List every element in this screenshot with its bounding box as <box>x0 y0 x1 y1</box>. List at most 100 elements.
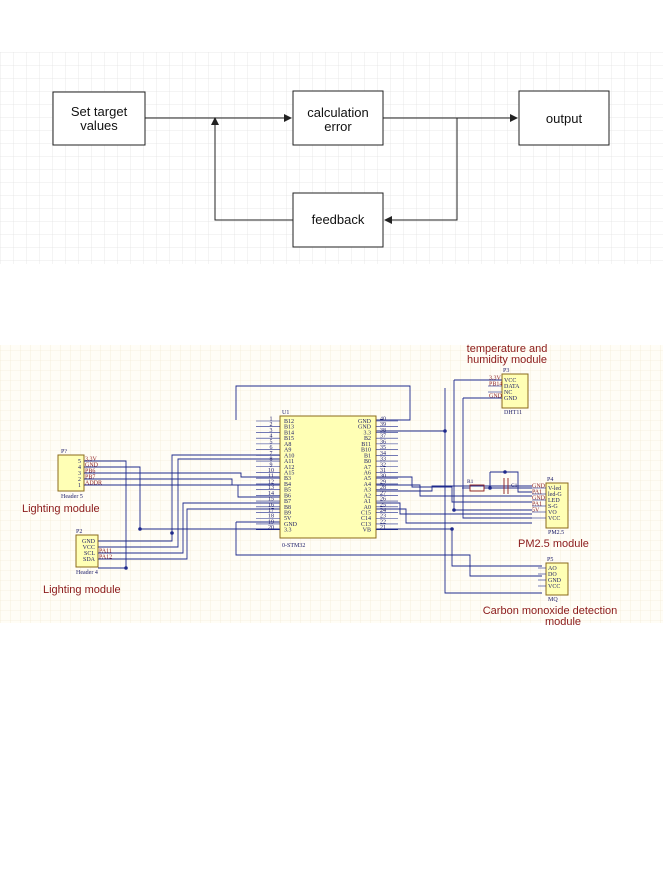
mcu-right-pin-name: GND <box>358 425 372 431</box>
pin-name: SDA <box>83 557 96 563</box>
mcu-right-pin-name: C13 <box>361 522 371 528</box>
set-target-line-1: Set target <box>71 104 128 119</box>
mcu-right-pin-name: A3 <box>364 488 371 494</box>
lighting-label-2: Lighting module <box>43 584 121 596</box>
pin-name: DO <box>548 572 557 578</box>
pin-name: GND <box>548 578 562 584</box>
dht-name: DHT11 <box>504 410 522 416</box>
pin-name: GND <box>82 539 96 545</box>
header5-designator: P? <box>61 449 67 455</box>
mcu-right-pin-number: 37 <box>380 434 386 440</box>
mcu-right-pin-number: 34 <box>380 451 386 457</box>
header5-connector <box>57 454 85 492</box>
pin-signal: PB6 <box>85 469 95 475</box>
pin-name: VCC <box>83 545 95 551</box>
mcu-right-pin-name: A7 <box>364 465 371 471</box>
pin-name: NC <box>504 390 512 396</box>
mcu-right-pin-name: A6 <box>364 470 371 476</box>
pin-name: 5 <box>78 459 81 465</box>
mcu-right-pin-name: A2 <box>364 493 371 499</box>
pin-signal: GND <box>85 463 99 469</box>
mcu-right-pin-name: 3.3 <box>364 430 372 436</box>
calc-error-line-2: error <box>324 119 352 134</box>
mcu-left-pin-name: 3.3 <box>284 528 292 534</box>
pin-name: V-led <box>548 486 561 492</box>
output-label: output <box>546 111 583 126</box>
mcu-left-pin-name: B14 <box>284 430 294 436</box>
dht11-module <box>501 373 529 409</box>
arrow-feedback-to-sum <box>211 117 293 221</box>
feedback-box <box>292 192 384 248</box>
co-label-1: Carbon monoxide detection <box>483 605 618 617</box>
mcu-right-pin-number: 22 <box>380 519 386 525</box>
mcu-right-pin-name: A5 <box>364 476 371 482</box>
mcu-right-pin-number: 31 <box>380 468 386 474</box>
pin-signal: 5V <box>532 508 540 514</box>
pm25-label: PM2.5 module <box>518 538 589 550</box>
mcu-left-pin-name: A11 <box>284 459 294 465</box>
pin-signal: PB14 <box>489 382 502 388</box>
temp-label-1: temperature and <box>467 343 548 355</box>
header4-name: Header 4 <box>76 570 98 576</box>
pin-signal: PA1 <box>532 502 542 508</box>
pin-name: 3 <box>78 471 81 477</box>
calc-error-line-1: calculation <box>307 105 368 120</box>
mcu-right-pin-name: B2 <box>364 436 371 442</box>
mcu-left-pin-number: 2 <box>270 422 273 428</box>
mcu-left-pin-name: A15 <box>284 470 294 476</box>
r1-label: R1 <box>467 479 474 485</box>
mcu-left-pin-number: 8 <box>270 457 273 463</box>
mcu-right-pin-name: B10 <box>361 448 371 454</box>
mcu-left-pin-number: 4 <box>270 434 273 440</box>
mcu-right-pin-number: 26 <box>380 497 386 503</box>
pin-name: VO <box>548 510 557 516</box>
mcu-right-pins: 40GND39GND383.337B236B1135B1034B133B032A… <box>358 417 398 534</box>
mq-module <box>545 562 569 596</box>
pin-name: AO <box>548 566 557 572</box>
mcu-left-pin-number: 20 <box>268 525 274 531</box>
pin-signal: GND <box>532 496 546 502</box>
pin-name: S-G <box>548 504 558 510</box>
mcu-left-pin-number: 19 <box>268 519 274 525</box>
mcu-left-pin-name: B4 <box>284 482 291 488</box>
junctions <box>124 429 507 570</box>
mcu-right-pin-name: C15 <box>361 511 371 517</box>
mcu-left-pin-number: 11 <box>268 474 274 480</box>
pin-signal: PA1 <box>532 490 542 496</box>
mcu-left-pin-name: B3 <box>284 476 291 482</box>
mcu-right-pin-number: 24 <box>380 508 386 514</box>
mcu-right-pin-number: 38 <box>380 428 386 434</box>
header5-name: Header 5 <box>61 494 83 500</box>
wires <box>84 379 542 594</box>
co-label-2: module <box>545 616 581 628</box>
calc-error-box <box>292 90 384 146</box>
pin-name: GND <box>504 396 518 402</box>
header4-connector <box>75 534 99 568</box>
lighting-label-1: Lighting module <box>22 503 100 515</box>
mq-name: MQ <box>548 597 558 603</box>
mcu-left-pin-name: GND <box>284 522 298 528</box>
mcu-left-pin-name: B15 <box>284 436 294 442</box>
mcu-left-pin-name: B12 <box>284 419 294 425</box>
mcu-right-pin-number: 29 <box>380 479 386 485</box>
resistor-r1 <box>469 484 485 492</box>
mcu-right-pin-number: 28 <box>380 485 386 491</box>
mcu-left-pin-name: A10 <box>284 453 294 459</box>
pin-name: 1 <box>78 483 81 489</box>
mcu-right-pin-name: VB <box>363 528 371 534</box>
mcu-stm32 <box>279 415 377 539</box>
output-box <box>518 90 610 146</box>
mcu-left-pin-number: 18 <box>268 514 274 520</box>
pin-name: LED <box>548 498 560 504</box>
mcu-left-pin-number: 13 <box>268 485 274 491</box>
mcu-left-pin-number: 10 <box>268 468 274 474</box>
mcu-right-pin-number: 32 <box>380 462 386 468</box>
temp-label-2: humidity module <box>467 354 547 366</box>
pin-name: 2 <box>78 477 81 483</box>
mcu-left-pin-name: A8 <box>284 442 291 448</box>
mcu-left-pin-name: B9 <box>284 511 291 517</box>
mcu-left-pin-name: B13 <box>284 425 294 431</box>
mcu-right-pin-number: 39 <box>380 422 386 428</box>
mcu-designator: U1 <box>282 410 289 416</box>
